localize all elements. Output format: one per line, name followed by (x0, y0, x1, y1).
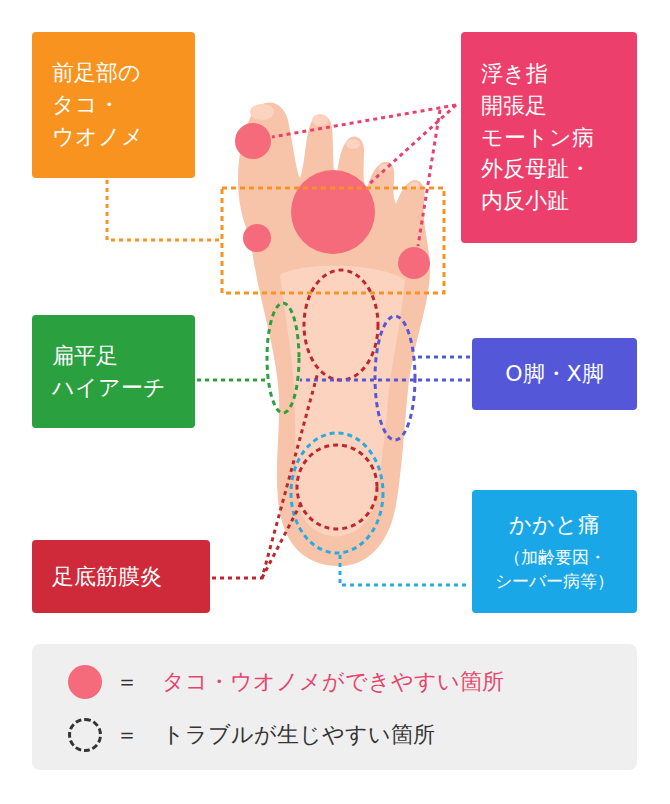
legend-text: タコ・ウオノメができやすい箇所 (162, 666, 504, 698)
corn-spots (235, 123, 430, 279)
leg-box: O脚・X脚 (472, 338, 637, 410)
box-subtext: （加齢要因・ シーバー病等） (492, 545, 617, 594)
equals-sign: ＝ (116, 666, 138, 698)
fascia-box: 足底筋膜炎 (32, 540, 210, 613)
trouble-areas (222, 188, 444, 553)
equals-sign: ＝ (116, 719, 138, 751)
legend-text: トラブルが生じやすい箇所 (162, 719, 435, 751)
box-text: 扁平足 ハイアーチ (52, 340, 175, 404)
legend-swatch (68, 665, 102, 699)
forefoot-box: 前足部の タコ・ ウオノメ (32, 32, 195, 178)
box-text: 前足部の タコ・ ウオノメ (52, 57, 175, 153)
box-text: 浮き指 開張足 モートン病 外反母趾・ 内反小趾 (481, 58, 617, 217)
box-text: O脚・X脚 (492, 358, 617, 390)
legend-panel (32, 644, 637, 770)
toe-box: 浮き指 開張足 モートン病 外反母趾・ 内反小趾 (461, 32, 637, 243)
box-text: 足底筋膜炎 (52, 561, 190, 593)
box-text: かかと痛 (492, 509, 617, 541)
foot (238, 102, 430, 566)
arch-box: 扁平足 ハイアーチ (32, 315, 195, 428)
legend-swatch (68, 718, 102, 752)
heel-box: かかと痛 （加齢要因・ シーバー病等） (472, 490, 637, 613)
